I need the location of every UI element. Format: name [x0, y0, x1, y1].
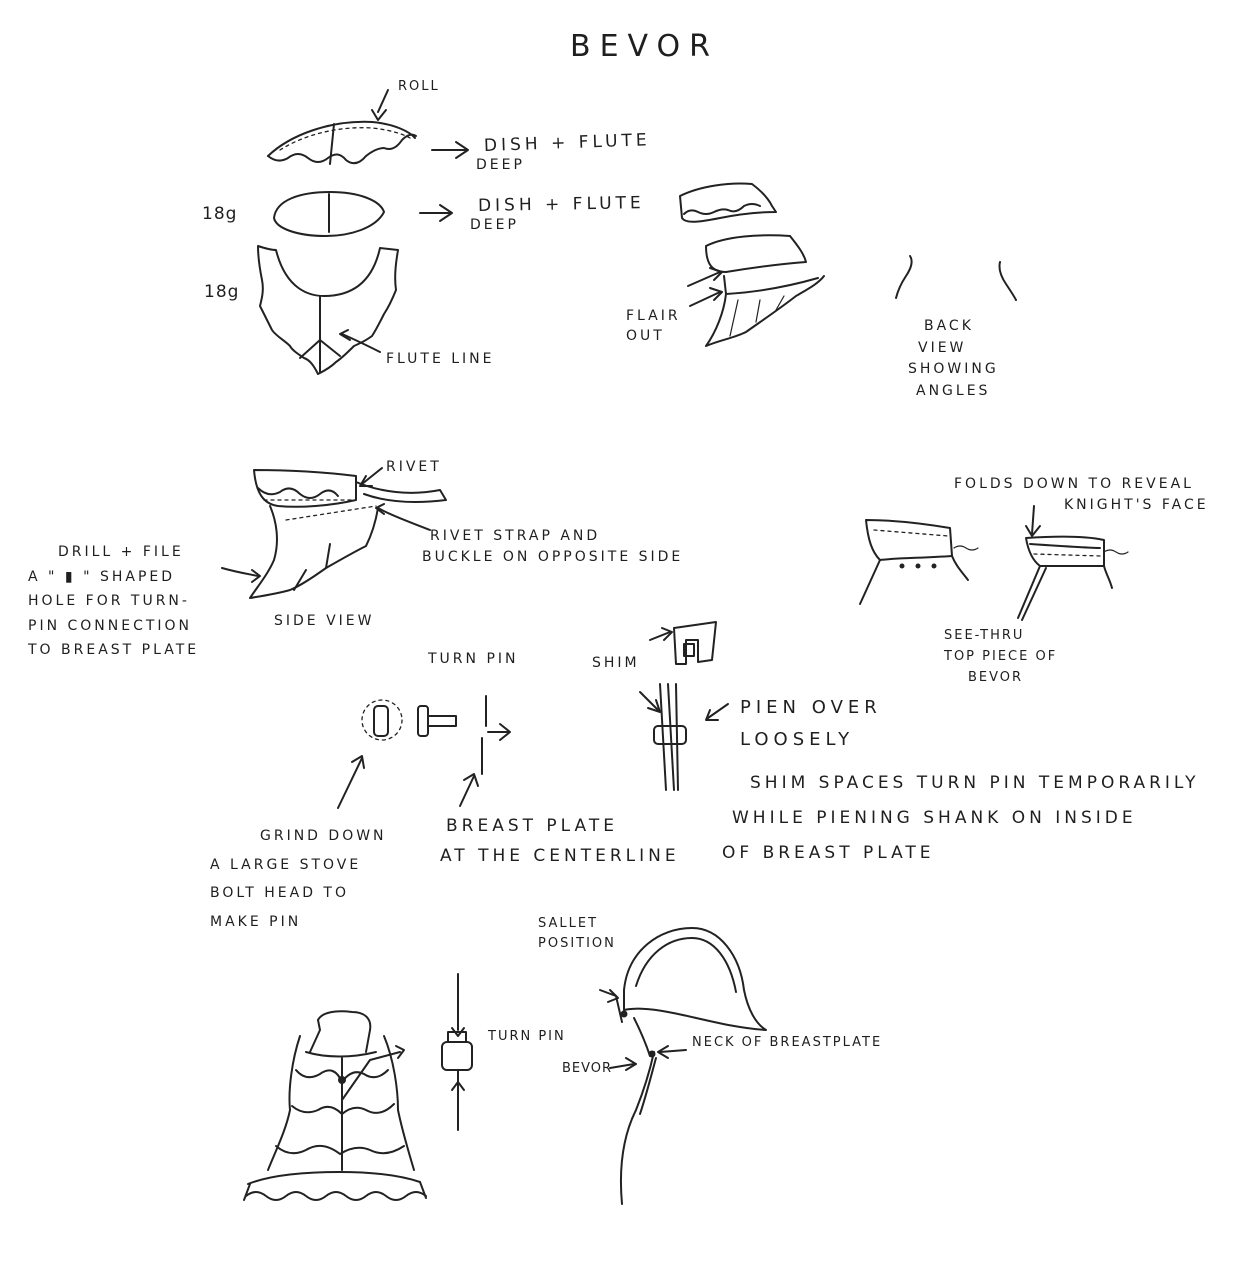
roll-label: ROLL: [398, 79, 440, 94]
breast-plate-line-2: AT THE CENTERLINE: [440, 845, 680, 866]
grind-down-label: GRIND DOWN A LARGE STOVE BOLT HEAD TO MA…: [210, 822, 387, 937]
assembly-lower-piece: [705, 275, 825, 347]
grind-down-line-2: A LARGE STOVE: [210, 856, 362, 873]
dish-flute-label-2: DISH + FLUTE: [477, 193, 645, 216]
sallet-profile-drawing: [599, 927, 767, 1205]
side-view-label: SIDE VIEW: [274, 613, 375, 629]
pien-over-label: PIEN OVER LOOSELY: [740, 692, 882, 755]
shim-label: SHIM: [592, 655, 640, 671]
see-thru-line-2: TOP PIECE OF: [944, 648, 1058, 664]
see-thru-pointer: [1021, 567, 1047, 621]
back-view-angles: [895, 255, 1017, 301]
shim-note-line-3: OF BREAST PLATE: [722, 842, 935, 863]
assembly-top-piece: [679, 182, 777, 223]
rivet-arrow: [359, 467, 383, 487]
back-view-line-3: SHOWING: [908, 361, 999, 378]
flute-line-label: FLUTE LINE: [386, 351, 495, 367]
assembly-middle-piece: [705, 234, 807, 273]
grind-down-line-3: BOLT HEAD TO: [210, 885, 350, 902]
flair-out-line-1: FLAIR: [626, 308, 681, 324]
rivet-strap-line-2: BUCKLE ON OPPOSITE SIDE: [422, 549, 684, 565]
turn-pin-drawing: [417, 705, 457, 737]
pien-assembly-drawing: [639, 683, 729, 791]
gauge-bottom-label: 18g: [204, 282, 240, 302]
turn-pin-closeup-drawing: [441, 973, 473, 1131]
flair-out-label: FLAIR OUT: [626, 306, 681, 347]
grind-down-line-4: MAKE PIN: [210, 914, 302, 931]
see-thru-line-1: SEE-THRU: [944, 628, 1025, 643]
back-view-line-4: ANGLES: [916, 383, 991, 400]
shim-note-line-1: SHIM SPACES TURN PIN TEMPORARILY: [750, 773, 1200, 793]
main-plate-drawing: [257, 245, 399, 375]
grind-down-line-1: GRIND DOWN: [260, 828, 387, 844]
drill-file-line-3: HOLE FOR TURN-: [28, 593, 190, 609]
sallet-position-line-2: POSITION: [538, 935, 616, 951]
folds-down-line-2: KNIGHT'S FACE: [1064, 497, 1209, 513]
drill-file-line-4: PIN CONNECTION: [28, 617, 193, 634]
drill-file-line-2: A " ▮ " SHAPED: [28, 568, 176, 585]
shim-note-label: SHIM SPACES TURN PIN TEMPORARILY WHILE P…: [722, 766, 1200, 871]
pien-over-line-1: PIEN OVER: [740, 697, 882, 718]
rivet-label: RIVET: [386, 459, 442, 475]
grind-arrow: [337, 755, 365, 809]
deep-label-1: DEEP: [476, 157, 525, 173]
back-view-line-2: VIEW: [918, 339, 967, 356]
breastplate-front-drawing: [243, 1010, 427, 1201]
flair-out-line-2: OUT: [626, 328, 665, 345]
breast-plate-label: BREAST PLATE AT THE CENTERLINE: [440, 812, 680, 872]
drill-file-label: DRILL + FILE A " ▮ " SHAPED HOLE FOR TUR…: [28, 540, 199, 663]
sallet-position-label: SALLET POSITION: [538, 914, 616, 953]
folds-down-line-1: FOLDS DOWN TO REVEAL: [954, 476, 1194, 492]
see-thru-line-3: BEVOR: [968, 669, 1024, 685]
pin-hole-drawing: [361, 699, 403, 741]
shim-drawing: [649, 621, 717, 665]
back-view-label: BACK VIEW SHOWING ANGLES: [908, 316, 999, 403]
rivet-strap-label: RIVET STRAP AND BUCKLE ON OPPOSITE SIDE: [422, 526, 683, 568]
see-thru-label: SEE-THRU TOP PIECE OF BEVOR: [944, 626, 1057, 688]
flair-arrows: [687, 267, 723, 307]
flute-line-arrow: [339, 329, 381, 353]
neck-of-breastplate-label: NECK OF BREASTPLATE: [692, 1035, 883, 1050]
page-title: BEVOR: [570, 29, 719, 64]
drill-hole-arrow: [221, 567, 261, 583]
shim-note-line-2: WHILE PIENING SHANK ON INSIDE: [732, 807, 1137, 828]
folds-down-label: FOLDS DOWN TO REVEAL KNIGHT'S FACE: [954, 474, 1209, 516]
arrow-2: [419, 204, 453, 222]
bevor-closed-drawing: [859, 519, 979, 605]
turn-pin-label: TURN PIN: [428, 651, 519, 667]
gauge-top-label: 18g: [202, 204, 238, 224]
second-plate-drawing: [273, 191, 385, 237]
drill-file-line-5: TO BREAST PLATE: [28, 642, 200, 658]
turn-pin-bottom-label: TURN PIN: [488, 1029, 566, 1044]
bevor-label: BEVOR: [562, 1061, 613, 1076]
top-roll-plate-drawing: [267, 89, 417, 165]
breastplate-arrow: [459, 773, 479, 807]
side-view-drawing: [249, 469, 447, 599]
bevor-open-drawing: [1017, 505, 1129, 619]
drill-file-line-1: DRILL + FILE: [58, 544, 184, 560]
strap-arrow: [375, 503, 431, 531]
breastplate-centerline-drawing: [481, 695, 511, 775]
rivet-strap-line-1: RIVET STRAP AND: [430, 528, 601, 544]
deep-label-2: DEEP: [470, 217, 519, 233]
pien-over-line-2: LOOSELY: [740, 728, 855, 750]
breast-plate-line-1: BREAST PLATE: [446, 816, 618, 836]
arrow-1: [431, 141, 469, 159]
back-view-line-1: BACK: [924, 318, 974, 334]
sallet-position-line-1: SALLET: [538, 916, 599, 931]
